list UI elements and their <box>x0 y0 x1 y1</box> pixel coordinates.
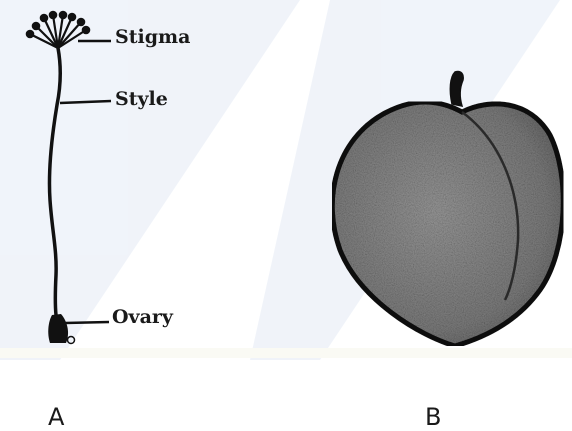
fruit-body <box>332 102 563 346</box>
stigma-label: Stigma <box>115 26 190 48</box>
style-label: Style <box>115 88 168 110</box>
ovary-label: Ovary <box>112 306 173 328</box>
fruit-stem <box>450 71 463 106</box>
caption-a: A <box>48 403 64 431</box>
caption-b: B <box>425 403 441 431</box>
ovary-leader-line <box>65 322 109 323</box>
